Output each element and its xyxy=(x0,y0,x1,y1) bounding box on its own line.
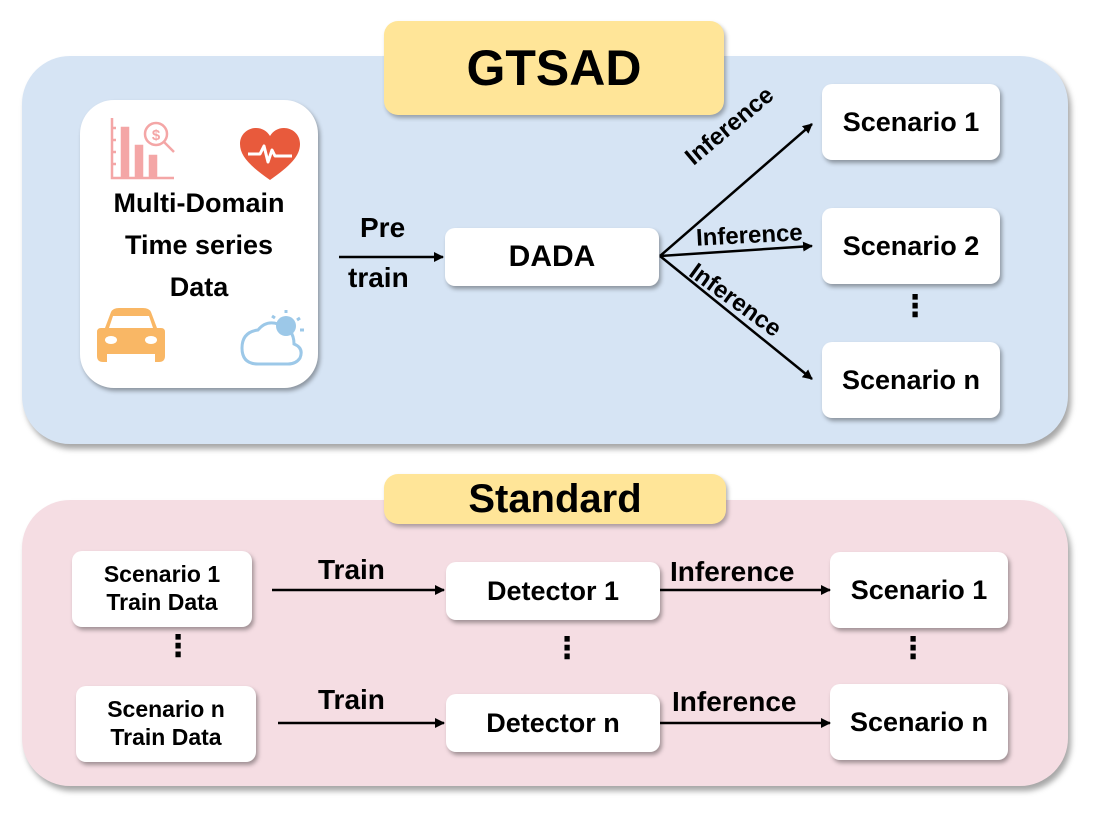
scenario-ellipsis: ⋮ xyxy=(900,290,930,323)
detector-n-box: Detector n xyxy=(446,694,660,752)
finance-chart-icon: $ xyxy=(110,118,175,180)
pretrain-label-bottom: train xyxy=(348,262,409,293)
detector-1-box: Detector 1 xyxy=(446,562,660,620)
train-label-1: Train xyxy=(318,554,385,585)
svg-text:$: $ xyxy=(152,127,161,144)
multi-domain-data-box: Multi-Domain Time series Data xyxy=(80,100,318,388)
pretrain-label-top: Pre xyxy=(360,212,406,243)
std-scenario-1-box: Scenario 1 xyxy=(830,552,1008,628)
train-data-line-2: Train Data xyxy=(106,589,218,615)
scenario-n-train-data-box: Scenario n Train Data xyxy=(76,686,256,762)
scenario-1-box: Scenario 1 xyxy=(822,84,1000,160)
std-scenario-ellipsis: ⋮ xyxy=(898,632,928,665)
gtsad-title: GTSAD xyxy=(384,21,724,115)
dada-model-box: DADA xyxy=(445,228,659,286)
car-icon xyxy=(97,308,165,362)
inference-label-2: Inference xyxy=(695,219,804,252)
scenario-2-box: Scenario 2 xyxy=(822,208,1000,284)
standard-title: Standard xyxy=(384,474,726,524)
train-data-line-2: Train Data xyxy=(110,724,222,750)
detector-ellipsis: ⋮ xyxy=(552,632,582,665)
heart-rate-icon xyxy=(240,128,300,180)
train-label-n: Train xyxy=(318,684,385,715)
data-box-line-2: Time series xyxy=(124,230,274,261)
weather-icon xyxy=(240,310,304,366)
train-data-ellipsis: ⋮ xyxy=(163,630,193,663)
std-inference-label-1: Inference xyxy=(670,556,795,587)
scenario-n-box: Scenario n xyxy=(822,342,1000,418)
data-box-line-1: Multi-Domain xyxy=(113,188,285,219)
scenario-1-train-data-box: Scenario 1 Train Data xyxy=(72,551,252,627)
train-data-line-1: Scenario 1 xyxy=(103,561,221,588)
train-data-line-1: Scenario n xyxy=(107,696,225,723)
data-box-line-3: Data xyxy=(169,271,229,302)
std-scenario-n-box: Scenario n xyxy=(830,684,1008,760)
std-inference-label-n: Inference xyxy=(672,686,797,717)
